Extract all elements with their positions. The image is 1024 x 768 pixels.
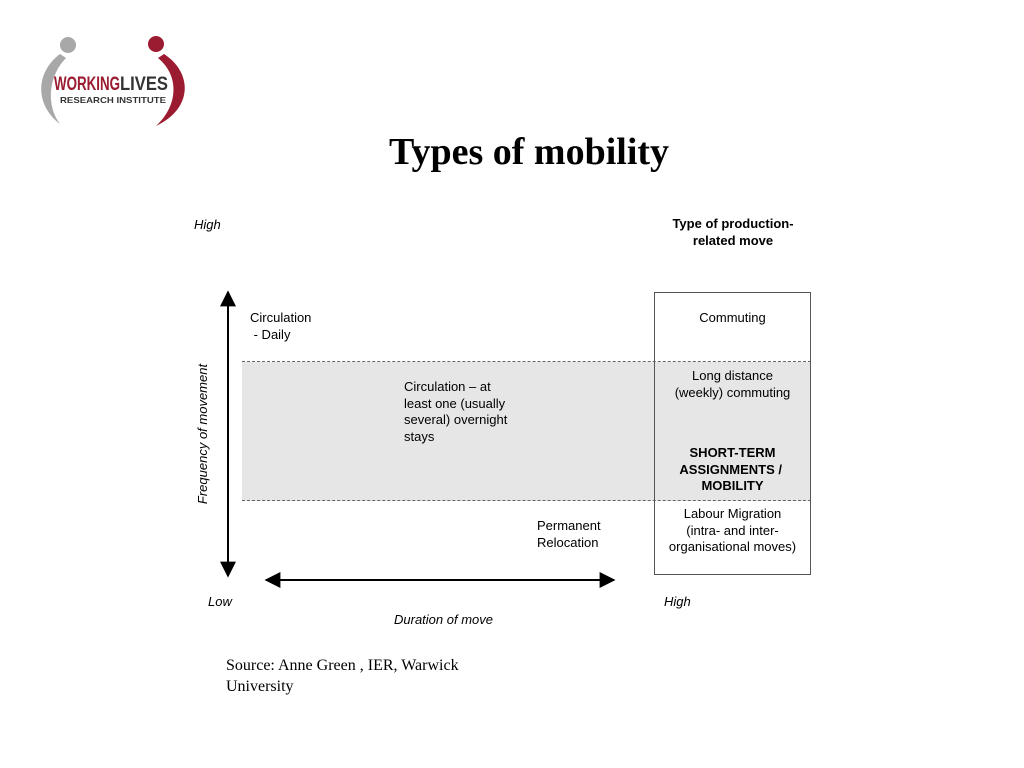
logo-graphic: WORKING LIVES RESEARCH INSTITUTE [41, 36, 185, 126]
short-term-line-2-text: ASSIGNMENTS / [679, 461, 786, 477]
x-axis-title: Duration of move [394, 612, 493, 627]
circulation-daily-line-2: - Daily [250, 326, 291, 342]
logo-text-working: WORKING [54, 74, 120, 95]
long-distance-line-1: Long distance [692, 368, 773, 383]
circulation-overnight-line-2: least one (usually [404, 395, 506, 411]
circulation-daily-label: Circulation - Daily [250, 310, 311, 343]
circulation-overnight-line-1: Circulation – at [404, 379, 491, 394]
short-term-line-2: ASSIGNMENTS / [655, 462, 810, 479]
short-term-line-1: SHORT-TERM [689, 445, 776, 460]
page-title: Types of mobility [388, 131, 670, 173]
circulation-overnight-line-4: stays [404, 428, 435, 444]
overnight-circulation-band [242, 362, 811, 501]
labour-migration-line-2: (intra- and inter- [686, 522, 779, 538]
y-axis-title: Frequency of movement [195, 363, 210, 505]
short-term-assignments-label: SHORT-TERM ASSIGNMENTS / MOBILITY [655, 445, 810, 495]
long-distance-commuting-label: Long distance (weekly) commuting [655, 368, 810, 401]
labour-migration-line-3: organisational moves) [668, 539, 797, 554]
source-line-1: Source: Anne Green , IER, Warwick [226, 657, 459, 674]
x-axis-low-label: Low [208, 594, 232, 609]
labour-migration-line-1: Labour Migration [683, 506, 782, 521]
circulation-overnight-label: Circulation – at least one (usually seve… [404, 379, 507, 445]
permanent-relocation-line-2: Relocation [537, 534, 599, 550]
production-move-box [654, 292, 811, 575]
commuting-label: Commuting [699, 310, 766, 325]
production-move-header: Type of production- related move [650, 216, 816, 249]
working-lives-logo: WORKING LIVES RESEARCH INSTITUTE [30, 32, 200, 132]
production-header-line-1: Type of production- [672, 216, 794, 231]
band-bottom-divider [242, 500, 811, 501]
band-top-divider [242, 361, 811, 362]
y-axis-high-label: High [194, 217, 221, 232]
long-distance-line-2: (weekly) commuting [674, 384, 791, 400]
circulation-daily-line-1: Circulation [250, 310, 312, 325]
source-citation: Source: Anne Green , IER, Warwick Univer… [226, 655, 526, 697]
production-header-line-2: related move [692, 232, 774, 248]
circulation-overnight-line-3: several) overnight [404, 412, 508, 427]
labour-migration-label: Labour Migration (intra- and inter- orga… [655, 506, 810, 556]
source-line-2: University [226, 678, 294, 695]
permanent-relocation-label: Permanent Relocation [537, 518, 601, 551]
permanent-relocation-line-1: Permanent [537, 518, 601, 533]
logo-text-research-institute: RESEARCH INSTITUTE [60, 95, 166, 105]
x-axis-high-label: High [664, 594, 691, 609]
logo-text-lives: LIVES [120, 74, 168, 95]
short-term-line-3: MOBILITY [701, 478, 764, 493]
